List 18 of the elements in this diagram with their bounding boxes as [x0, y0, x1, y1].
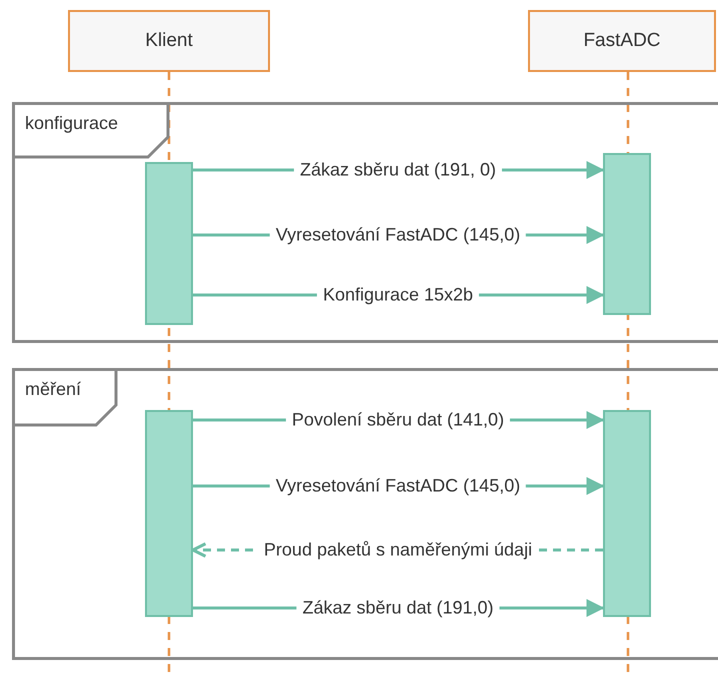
activation-bar — [145, 410, 193, 617]
edge-label: Povolení sběru dat (141,0) — [286, 410, 510, 430]
participant-box — [68, 10, 270, 72]
participant-box — [528, 10, 716, 72]
edge-label: Konfigurace 15x2b — [316, 284, 480, 306]
activation-bar — [603, 410, 651, 617]
participant-name: FastADC — [583, 30, 661, 52]
edge-label: Vyresetování FastADC (145,0) — [270, 224, 526, 246]
fragment-frame — [12, 368, 718, 660]
edge-label: Vyresetování FastADC (145,0) — [270, 476, 526, 496]
participant-name: Klient — [145, 30, 193, 52]
edge-label: Zákaz sběru dat (191,0) — [296, 598, 500, 618]
activation-bar — [145, 162, 193, 325]
activation-bar — [603, 153, 651, 315]
fragment-label: měření — [24, 378, 82, 401]
edge-label: Zákaz sběru dat (191, 0) — [294, 160, 502, 180]
fragment-label: konfigurace — [24, 112, 120, 135]
fragment-frame — [12, 102, 718, 343]
